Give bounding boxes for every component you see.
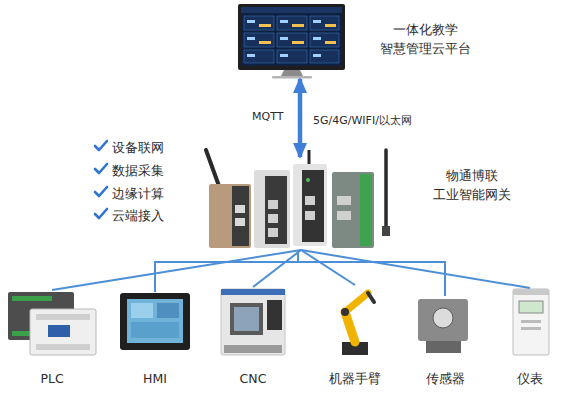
uplink-arrow (298, 79, 303, 157)
gateway: 物通博联 工业智能网关 (207, 158, 395, 250)
protocol-label: MQTT (252, 110, 283, 123)
cloud-platform: 一体化教学 智慧管理云平台 (238, 4, 346, 78)
plc-illustration (8, 292, 96, 355)
feature-item: 边缘计算 (112, 185, 164, 203)
bus-line (301, 250, 530, 288)
hmi-illustration (120, 293, 190, 350)
device-label: 机器手臂 (305, 371, 405, 387)
gateway-illustration (206, 150, 390, 248)
device-label: HMI (100, 371, 210, 387)
device-label: 仪表 (490, 371, 570, 387)
device-node: 机器手臂 (325, 285, 385, 390)
node-title: 物通博联 工业智能网关 (420, 166, 524, 204)
robot-arm-illustration (341, 293, 374, 355)
feature-item: 设备联网 (112, 139, 164, 157)
check-marks (95, 141, 107, 218)
device-node: PLC (8, 290, 96, 390)
device-node: CNC (220, 287, 286, 390)
feature-item: 云端接入 (112, 207, 164, 225)
device-node: 传感器 (415, 296, 475, 390)
device-label: CNC (200, 371, 306, 387)
device-node: HMI (120, 292, 190, 390)
node-title: 一体化教学 智慧管理云平台 (375, 20, 475, 58)
bus-line (298, 250, 445, 296)
cnc-illustration (221, 289, 285, 355)
device-node: 仪表 (510, 288, 550, 390)
network-label: 5G/4G/WIFI/以太网 (313, 113, 412, 128)
feature-item: 数据采集 (112, 162, 164, 180)
device-label: PLC (0, 371, 116, 387)
bus-line (52, 250, 301, 290)
meter-illustration (513, 289, 549, 355)
sensor-illustration (418, 299, 468, 353)
monitor-illustration (238, 4, 345, 79)
bus-line (253, 250, 301, 287)
device-label: 传感器 (395, 371, 495, 387)
bus-line (155, 250, 298, 292)
